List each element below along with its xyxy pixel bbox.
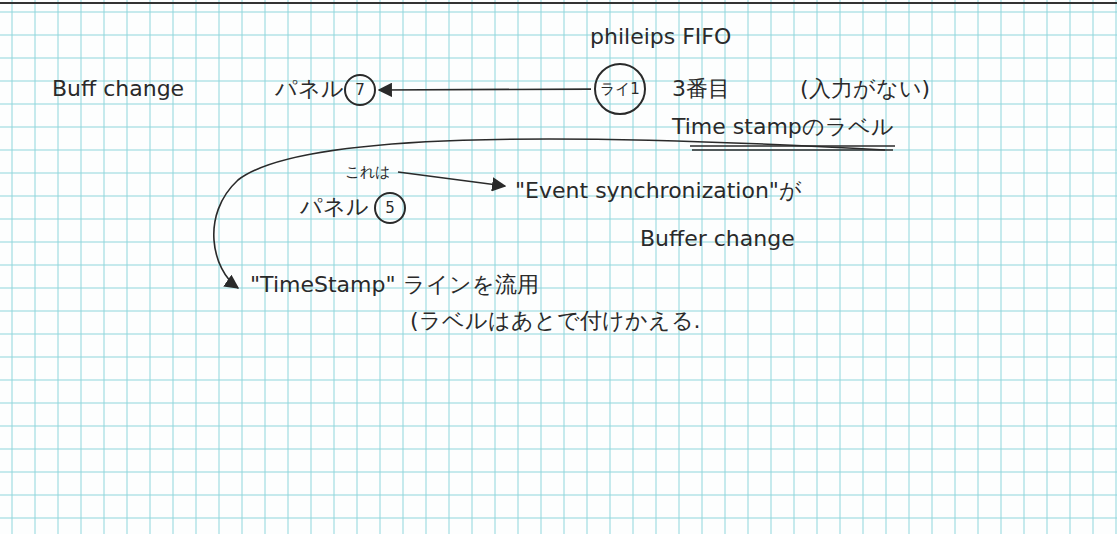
leader-arrow — [398, 172, 505, 186]
grid-line — [1116, 0, 1117, 534]
circled-mark: ライ1 — [594, 63, 646, 115]
circled-mark: 5 — [374, 192, 406, 224]
top-rule — [0, 2, 1117, 4]
grid-line — [541, 0, 542, 534]
grid-line — [0, 35, 1117, 36]
note-text: phileips FIFO — [590, 24, 731, 50]
note-text: Buffer change — [640, 226, 795, 252]
note-text: Buff change — [52, 76, 184, 102]
grid-line — [380, 0, 381, 534]
grid-line — [518, 0, 519, 534]
note-text: これは — [345, 163, 390, 181]
circled-mark: 7 — [344, 74, 376, 106]
grid-line — [242, 0, 243, 534]
grid-line — [35, 0, 36, 534]
note-text: Time stampのラベル — [672, 114, 894, 140]
grid-line — [656, 0, 657, 534]
grid-line — [0, 58, 1117, 59]
grid-line — [265, 0, 266, 534]
grid-line — [0, 334, 1117, 335]
grid-line — [0, 426, 1117, 427]
grid-line — [932, 0, 933, 534]
grid-line — [0, 12, 1117, 13]
grid-line — [0, 357, 1117, 358]
grid-line — [0, 127, 1117, 128]
note-text: (ラベルはあとで付けかえる. — [410, 308, 701, 334]
grid-line — [564, 0, 565, 534]
circled-number: ライ1 — [600, 81, 640, 98]
grid-line — [0, 173, 1117, 174]
grid-line — [426, 0, 427, 534]
note-text: パネル — [275, 76, 344, 102]
grid-line — [449, 0, 450, 534]
grid-line — [0, 150, 1117, 151]
circled-number: 7 — [355, 82, 365, 99]
grid-line — [1001, 0, 1002, 534]
grid-line — [196, 0, 197, 534]
circled-number: 5 — [385, 200, 395, 217]
grid-line — [0, 219, 1117, 220]
grid-line — [748, 0, 749, 534]
grid-line — [219, 0, 220, 534]
grid-line — [403, 0, 404, 534]
grid-line — [955, 0, 956, 534]
grid-line — [0, 242, 1117, 243]
grid-line — [0, 472, 1117, 473]
grid-line — [587, 0, 588, 534]
grid-line — [0, 495, 1117, 496]
grid-line — [12, 0, 13, 534]
grid-line — [0, 403, 1117, 404]
grid-line — [0, 518, 1117, 519]
grid-line — [0, 288, 1117, 289]
grid-line — [1070, 0, 1071, 534]
grid-line — [0, 265, 1117, 266]
grid-line — [472, 0, 473, 534]
grid-line — [0, 449, 1117, 450]
grid-line — [1047, 0, 1048, 534]
note-text: (入力がない) — [800, 76, 930, 102]
leader-arrow — [214, 139, 885, 288]
grid-line — [978, 0, 979, 534]
note-text: パネル — [300, 194, 369, 220]
arrow-connector — [379, 88, 591, 90]
grid-line — [357, 0, 358, 534]
grid-line — [0, 380, 1117, 381]
grid-line — [771, 0, 772, 534]
note-text: "TimeStamp" ラインを流用 — [250, 272, 539, 298]
grid-line — [1093, 0, 1094, 534]
grid-line — [0, 104, 1117, 105]
grid-line — [794, 0, 795, 534]
note-text: "Event synchronization"が — [515, 178, 802, 204]
grid-line — [1024, 0, 1025, 534]
grid-line — [495, 0, 496, 534]
note-text: 3番目 — [672, 76, 730, 102]
